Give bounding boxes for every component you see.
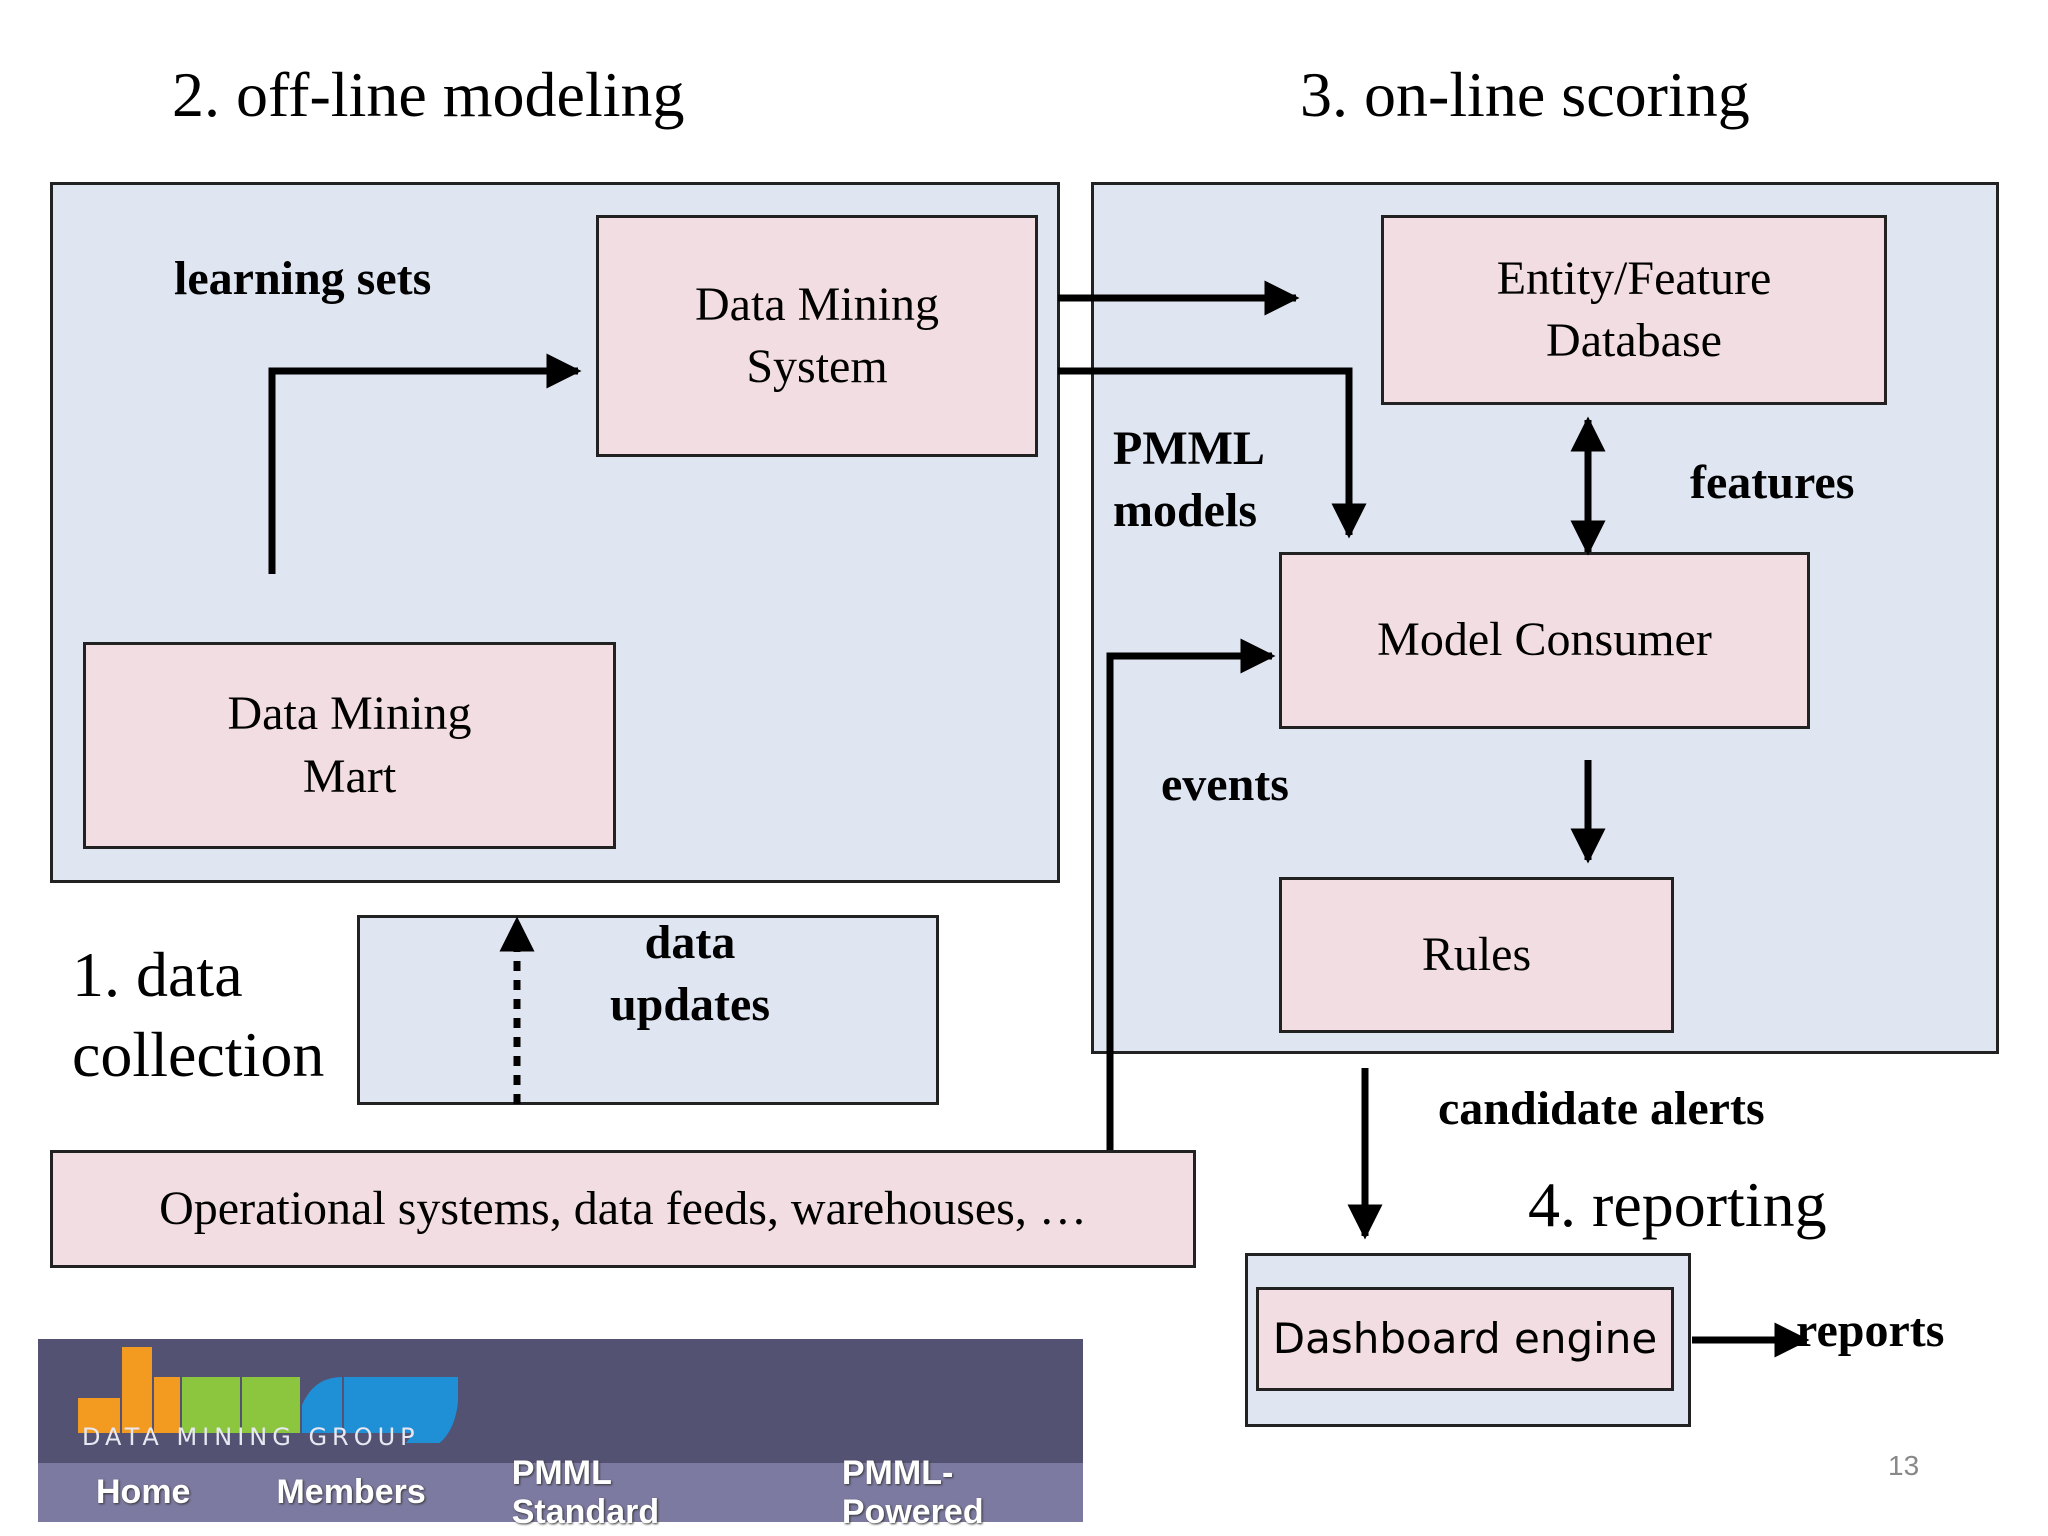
- nav-pmml-standard-link[interactable]: PMML Standard: [511, 1453, 660, 1531]
- online-scoring-heading: 3. on-line scoring: [1300, 59, 1750, 130]
- dmg-logo-icon: [78, 1347, 458, 1443]
- nav-home-link[interactable]: Home: [96, 1473, 191, 1511]
- data-mining-mart-box: Data Mining Mart: [83, 642, 616, 849]
- learning-sets-arrow: [268, 353, 582, 574]
- learning-sets-label: learning sets: [174, 252, 432, 305]
- data-collection-heading-line1: 1. data: [72, 939, 243, 1010]
- operational-systems-box: Operational systems, data feeds, warehou…: [50, 1150, 1196, 1268]
- entity-feature-database-box: Entity/Feature Database: [1381, 215, 1887, 405]
- data-updates-line2: updates: [609, 978, 771, 1032]
- data-mining-system-line2: System: [746, 340, 888, 393]
- nav-pmml-powered-link[interactable]: PMML-Powered: [841, 1453, 984, 1531]
- data-mining-mart-line1: Data Mining: [227, 687, 472, 741]
- model-consumer-box: Model Consumer: [1279, 552, 1810, 729]
- page-number: 13: [1888, 1450, 1920, 1481]
- dmg-logo-text: DATA MINING GROUP: [82, 1423, 420, 1451]
- data-collection-heading: 1. data collection: [72, 935, 324, 1095]
- data-collection-heading-line2: collection: [72, 1019, 325, 1090]
- reporting-heading: 4. reporting: [1528, 1169, 1827, 1240]
- offline-modeling-heading: 2. off-line modeling: [172, 59, 685, 130]
- data-mining-system-line1: Data Mining: [695, 277, 939, 331]
- pmml-models-line1: PMML: [1113, 422, 1265, 475]
- dmg-nav-bar: Home Members PMML Standard PMML-Powered: [38, 1454, 1083, 1531]
- nav-members-link[interactable]: Members: [276, 1473, 426, 1511]
- data-updates-line1: data: [644, 916, 736, 969]
- entity-feature-database-line1: Entity/Feature: [1496, 251, 1772, 305]
- features-label: features: [1690, 456, 1855, 509]
- pmml-models-line2: models: [1113, 484, 1257, 538]
- events-label: events: [1161, 758, 1289, 811]
- data-mining-mart-line2: Mart: [302, 749, 397, 803]
- data-updates-panel: [357, 915, 939, 1105]
- events-arrow: [1106, 638, 1276, 1150]
- candidate-alerts-label: candidate alerts: [1438, 1082, 1765, 1135]
- dmg-banner: DATA MINING GROUP Home Members PMML Stan…: [38, 1339, 1083, 1531]
- dashboard-engine-box: Dashboard engine: [1256, 1287, 1674, 1391]
- reports-label: reports: [1796, 1304, 1945, 1357]
- pmml-models-arrow: [1058, 367, 1367, 539]
- data-mining-system-box: Data Mining System: [596, 215, 1038, 457]
- data-updates-label: data updates: [600, 912, 780, 1037]
- rules-box: Rules: [1279, 877, 1674, 1033]
- pmml-models-label: PMML models: [1113, 418, 1265, 543]
- entity-feature-database-line2: Database: [1546, 314, 1722, 367]
